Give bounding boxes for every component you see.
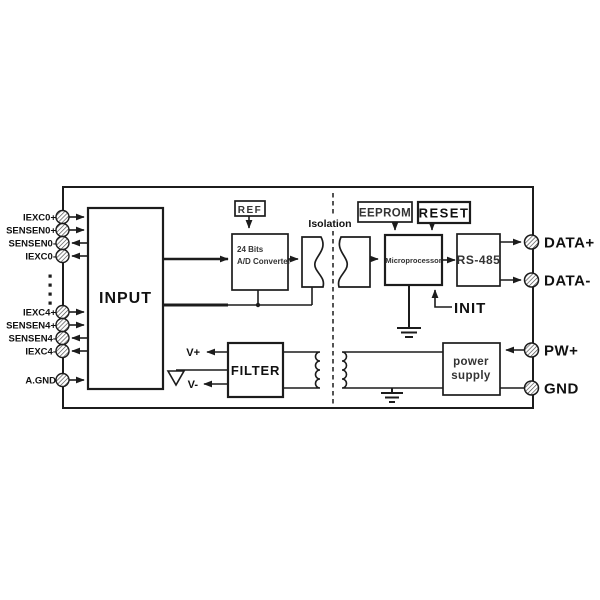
digital-section: EEPROM RESET Microprocessor RS-485 INIT — [357, 200, 522, 338]
power-supply-block — [442, 342, 501, 396]
screw-terminal-icon — [55, 222, 70, 238]
transformer-winding-left — [283, 351, 321, 389]
terminal-agnd: A.GND — [25, 372, 85, 388]
terminal-label: SENSEN0+ — [6, 226, 56, 237]
right-terminals: DATA+ DATA- PW+ GND — [523, 234, 595, 398]
earth-triangle-icon — [166, 370, 186, 387]
ref-block — [234, 200, 266, 217]
terminal-label: DATA- — [544, 273, 591, 290]
terminal-sensen0-plus: SENSEN0+ — [6, 222, 85, 238]
adc-block-label-line2: A/D Converter — [237, 257, 291, 266]
terminal-label: SENSEN0- — [8, 239, 56, 250]
terminal-sensen4-minus: SENSEN4- — [8, 330, 88, 346]
vminus-label: V- — [188, 379, 199, 391]
screw-terminal-icon — [55, 372, 70, 388]
microprocessor-block-label: Microprocessor — [385, 256, 441, 265]
left-terminals: IEXC0+ SENSEN0+ SENSEN0- IEXC0- IEXC4+ S… — [6, 209, 88, 388]
terminal-gnd: GND — [523, 380, 579, 398]
rs485-block-label: RS-485 — [457, 253, 501, 267]
screw-terminal-icon — [55, 304, 70, 320]
terminal-label: IEXC0+ — [23, 213, 56, 224]
terminal-label: SENSEN4+ — [6, 321, 56, 332]
vplus-label: V+ — [186, 347, 200, 359]
terminal-pw-plus: PW+ — [523, 342, 578, 360]
transformer-winding-right — [341, 351, 443, 389]
terminal-sensen4-plus: SENSEN4+ — [6, 317, 85, 333]
screw-terminal-icon — [523, 272, 540, 288]
terminal-iexc0-plus: IEXC0+ — [23, 209, 85, 225]
power-section: FILTER V+ V- power supply — [166, 341, 524, 403]
eeprom-block — [357, 201, 413, 223]
init-label: INIT — [454, 300, 486, 317]
terminal-iexc4-minus: IEXC4- — [25, 343, 88, 359]
filter-block — [226, 341, 285, 399]
screw-terminal-icon — [55, 330, 70, 346]
ground-symbol-power — [381, 388, 403, 403]
terminal-label: IEXC4+ — [23, 308, 56, 319]
wire-init-to-micro — [431, 289, 452, 308]
ground-symbol-micro — [397, 285, 421, 338]
terminal-iexc0-minus: IEXC0- — [25, 248, 88, 264]
ground-symbol-analog — [166, 369, 228, 387]
screw-terminal-icon — [55, 209, 70, 225]
isolation-symbol-left — [301, 236, 325, 288]
screw-terminal-icon — [55, 343, 70, 359]
screw-terminal-icon — [55, 317, 70, 333]
terminal-label: GND — [544, 381, 579, 398]
terminal-label: DATA+ — [544, 235, 595, 252]
terminal-data-minus: DATA- — [523, 272, 591, 290]
terminal-label: A.GND — [25, 376, 56, 387]
isolation-symbol-right — [337, 236, 371, 288]
reset-block — [416, 200, 472, 225]
isolation-label: Isolation — [308, 218, 351, 230]
power-supply-label-line1: power — [453, 356, 489, 368]
screw-terminal-icon — [55, 235, 70, 251]
adc-block-label-line1: 24 Bits — [237, 245, 264, 254]
screw-terminal-icon — [523, 342, 540, 358]
channel-ellipsis-dots — [48, 274, 52, 305]
screw-terminal-icon — [523, 380, 540, 396]
terminal-data-plus: DATA+ — [523, 234, 595, 252]
eeprom-block-label: EEPROM — [359, 208, 411, 220]
adc-block — [231, 233, 289, 291]
rs485-block — [456, 233, 501, 287]
adc-section: REF 24 Bits A/D Converter — [231, 200, 299, 291]
ref-block-label: REF — [238, 205, 263, 216]
input-block-label: INPUT — [99, 290, 152, 307]
wire-junction-dot — [255, 302, 261, 308]
screw-terminal-icon — [523, 234, 540, 250]
input-block — [86, 206, 165, 391]
terminal-label: PW+ — [544, 343, 578, 360]
reset-block-label: RESET — [419, 206, 470, 221]
terminal-label: SENSEN4- — [8, 334, 56, 345]
terminal-sensen0-minus: SENSEN0- — [8, 235, 88, 251]
input-section: INPUT — [48, 206, 313, 391]
isolation-barrier: Isolation — [301, 193, 379, 404]
power-supply-label-line2: supply — [451, 370, 491, 382]
terminal-label: IEXC0- — [25, 252, 56, 263]
screw-terminal-icon — [55, 248, 70, 264]
filter-block-label: FILTER — [231, 363, 280, 378]
terminal-iexc4-plus: IEXC4+ — [23, 304, 85, 320]
terminal-label: IEXC4- — [25, 347, 56, 358]
